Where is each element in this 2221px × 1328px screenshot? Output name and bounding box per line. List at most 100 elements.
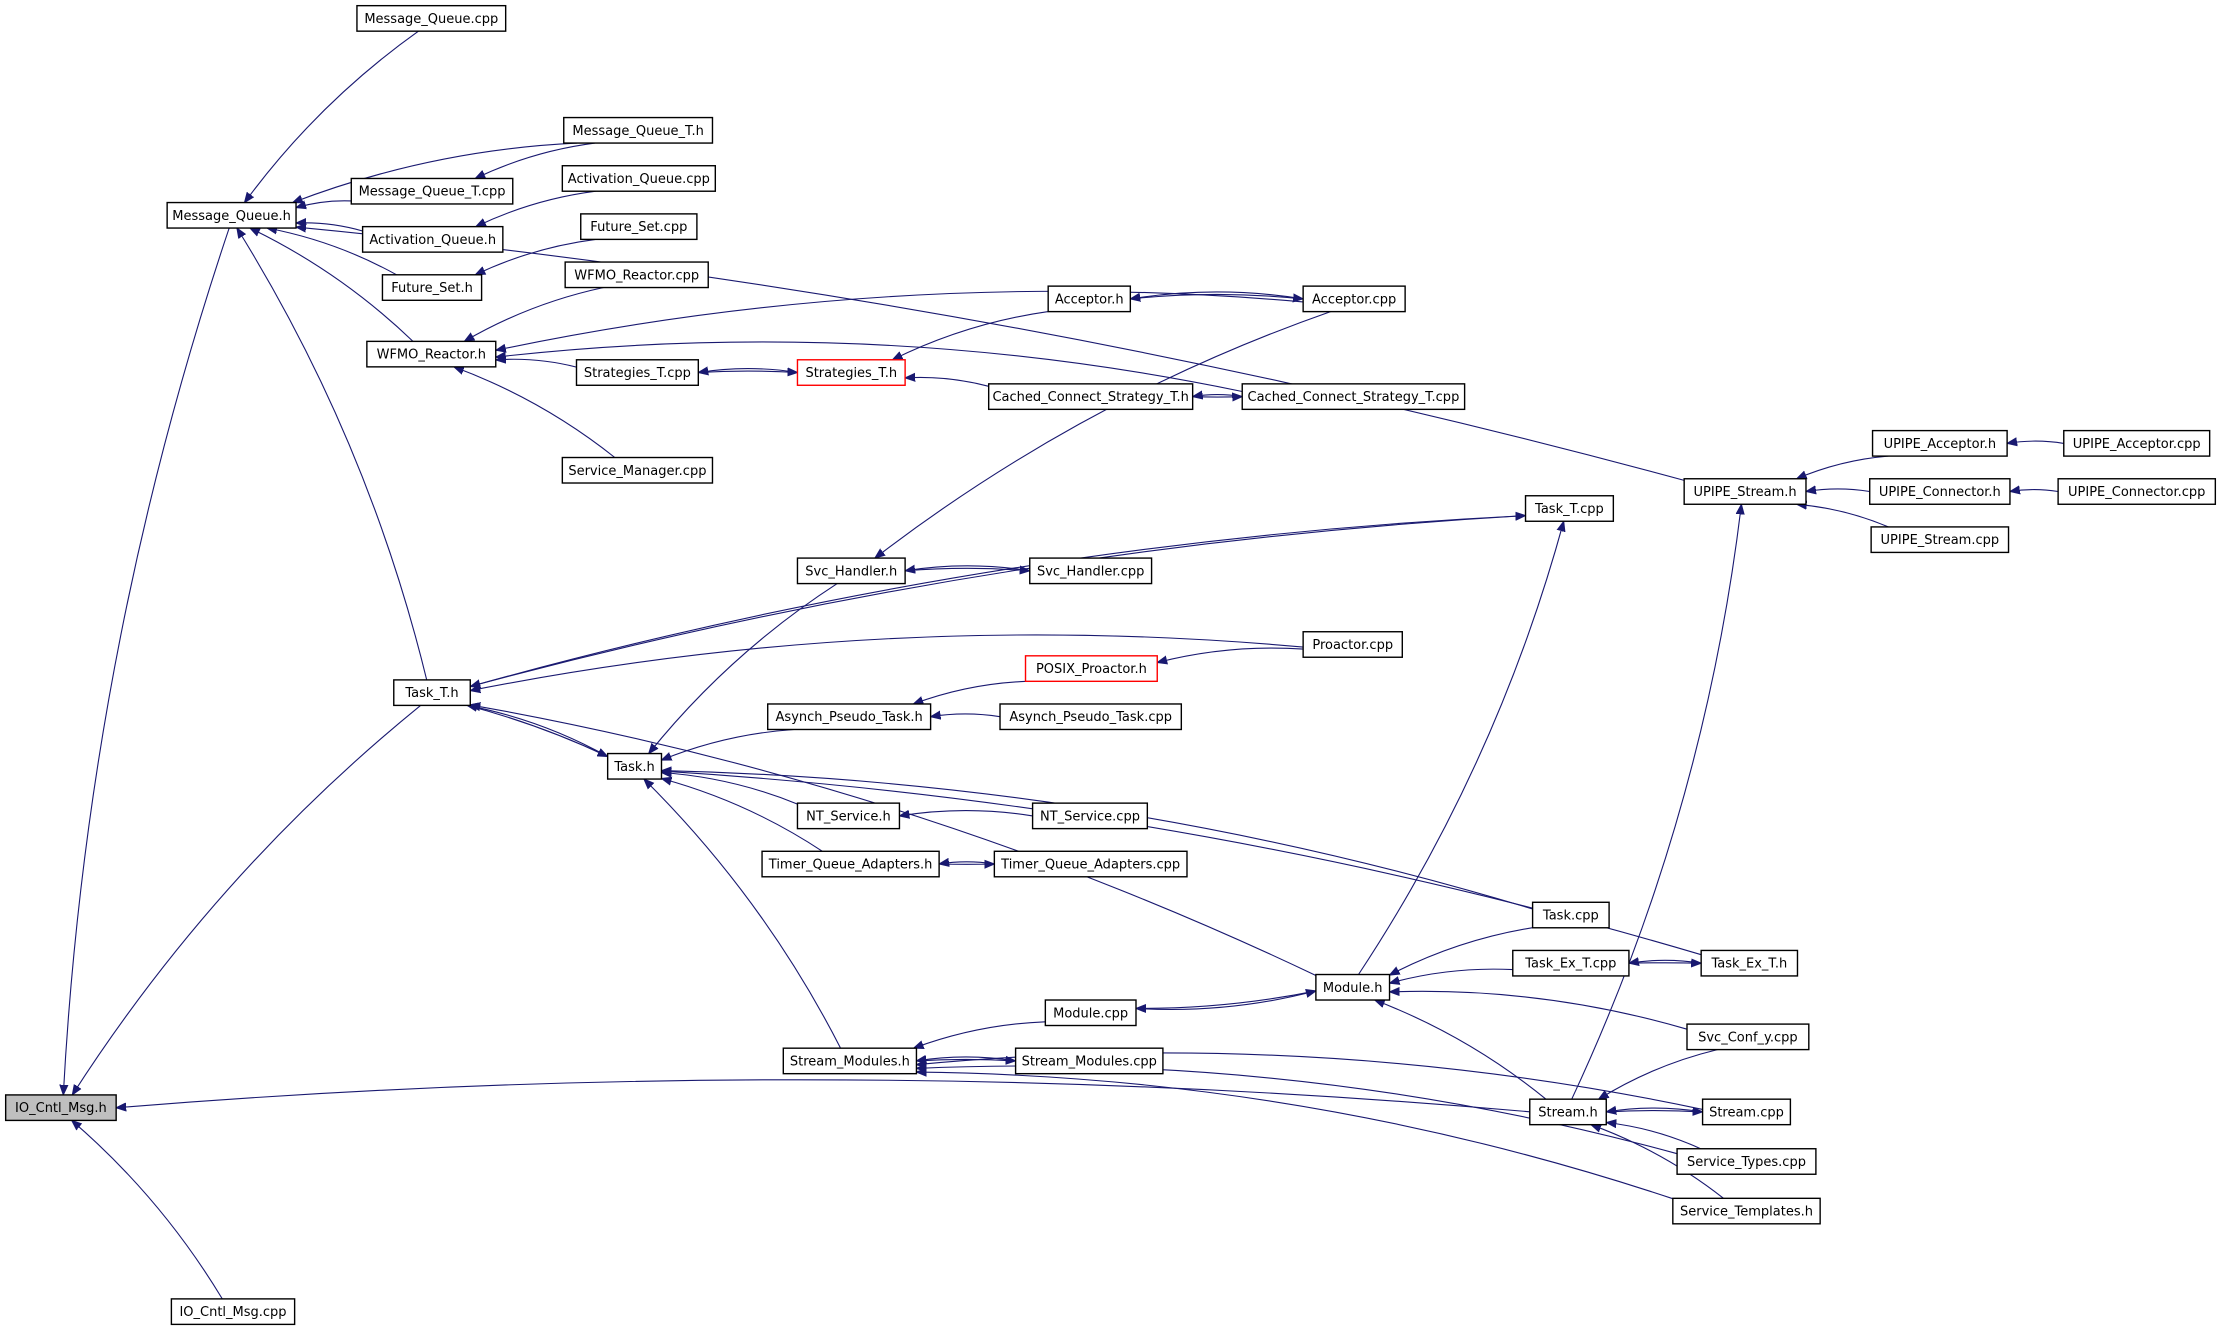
node-cached-connect-strategy-t-cpp[interactable]: Cached_Connect_Strategy_T.cpp [1241,383,1466,411]
edge-activation-queue-cpp-to-activation-queue-h [476,190,596,226]
node-upipe-connector-cpp[interactable]: UPIPE_Connector.cpp [2057,478,2217,505]
node-task-ex-t-cpp[interactable]: Task_Ex_T.cpp [1512,949,1630,977]
node-box [575,359,700,386]
node-strategies-t-cpp[interactable]: Strategies_T.cpp [575,359,700,386]
edge-service-manager-cpp-to-wfmo-reactor-h [454,367,616,458]
node-label: Svc_Conf_y.cpp [1698,1030,1798,1045]
node-nt-service-h[interactable]: NT_Service.h [796,802,901,830]
edge-stream-modules-h-to-task-h [644,779,842,1049]
node-activation-queue-cpp[interactable]: Activation_Queue.cpp [561,165,717,192]
node-message-queue-h[interactable]: Message_Queue.h [166,201,297,229]
node-timer-queue-adapters-h[interactable]: Timer_Queue_Adapters.h [761,850,940,878]
node-stream-modules-h[interactable]: Stream_Modules.h [782,1047,918,1075]
node-service-manager-cpp[interactable]: Service_Manager.cpp [561,456,714,484]
edge-stream-h-to-stream-cpp [1606,1111,1702,1112]
node-box [2063,429,2211,457]
node-message-queue-cpp[interactable]: Message_Queue.cpp [356,4,507,32]
node-timer-queue-adapters-cpp[interactable]: Timer_Queue_Adapters.cpp [993,850,1188,878]
node-proactor-cpp[interactable]: Proactor.cpp [1302,631,1403,658]
node-box [1241,383,1466,411]
node-box [1683,478,1807,505]
edge-upipe-stream-cpp-to-upipe-stream-h [1797,504,1889,528]
node-task-ex-t-h[interactable]: Task_Ex_T.h [1700,949,1799,977]
node-label: Future_Set.h [391,281,473,296]
node-label: UPIPE_Connector.h [1879,485,2001,500]
node-box [761,850,940,878]
node-acceptor-cpp[interactable]: Acceptor.cpp [1302,285,1406,313]
edge-proactor-cpp-to-posix-proactor-h [1157,647,1304,662]
node-io-cntl-msg-cpp[interactable]: IO_Cntl_Msg.cpp [170,1298,296,1326]
node-box [580,213,698,241]
node-strategies-t-h[interactable]: Strategies_T.h [796,359,906,386]
node-module-h[interactable]: Module.h [1315,973,1391,1001]
edge-asynch-pseudo-task-cpp-to-asynch-pseudo-task-h [931,714,1001,717]
node-label: Service_Manager.cpp [568,464,706,479]
edge-service-types-cpp-to-stream-h [1606,1123,1701,1150]
node-task-t-cpp[interactable]: Task_T.cpp [1524,495,1615,522]
node-nt-service-cpp[interactable]: NT_Service.cpp [1031,802,1149,830]
node-label: Acceptor.cpp [1312,292,1396,307]
node-label: Task_T.cpp [1534,502,1604,517]
node-label: UPIPE_Stream.h [1693,485,1796,500]
node-box [350,177,514,205]
node-cached-connect-strategy-t-h[interactable]: Cached_Connect_Strategy_T.h [987,383,1194,411]
node-upipe-stream-h[interactable]: UPIPE_Stream.h [1683,478,1807,505]
node-task-t-h[interactable]: Task_T.h [393,679,471,707]
node-box [2057,478,2217,505]
node-svc-handler-h[interactable]: Svc_Handler.h [796,557,906,585]
node-svc-conf-y-cpp[interactable]: Svc_Conf_y.cpp [1686,1023,1810,1051]
node-task-h[interactable]: Task.h [606,752,663,780]
node-upipe-acceptor-h[interactable]: UPIPE_Acceptor.h [1871,429,2008,457]
node-future-set-h[interactable]: Future_Set.h [381,274,483,301]
node-svc-handler-cpp[interactable]: Svc_Handler.cpp [1029,557,1153,585]
node-io-cntl-msg-h[interactable]: IO_Cntl_Msg.h [4,1094,117,1122]
node-service-templates-h[interactable]: Service_Templates.h [1672,1197,1821,1225]
node-box [1676,1148,1817,1175]
node-box [1701,1098,1792,1126]
edge-task-cpp-to-task-h [662,771,1533,910]
node-box [987,383,1194,411]
edge-stream-h-to-upipe-stream-h [1571,504,1742,1100]
node-upipe-acceptor-cpp[interactable]: UPIPE_Acceptor.cpp [2063,429,2211,457]
node-label: Timer_Queue_Adapters.h [768,858,933,873]
edge-svc-conf-y-cpp-to-stream-h [1599,1049,1718,1100]
node-asynch-pseudo-task-cpp[interactable]: Asynch_Pseudo_Task.cpp [999,703,1183,731]
node-label: Stream_Modules.cpp [1022,1054,1157,1069]
node-module-cpp[interactable]: Module.cpp [1044,999,1137,1027]
edge-stream-h-to-io-cntl-msg-h [116,1079,1530,1113]
edge-svc-handler-cpp-to-svc-handler-h [905,566,1030,571]
node-upipe-connector-h[interactable]: UPIPE_Connector.h [1869,478,2011,505]
node-service-types-cpp[interactable]: Service_Types.cpp [1676,1148,1817,1175]
edge-acceptor-h-to-acceptor-cpp [1130,294,1303,298]
edge-message-queue-t-cpp-to-message-queue-h [296,201,352,208]
node-stream-h[interactable]: Stream.h [1529,1098,1607,1126]
node-wfmo-reactor-h[interactable]: WFMO_Reactor.h [366,340,497,368]
node-box [561,456,714,484]
node-posix-proactor-h[interactable]: POSIX_Proactor.h [1024,655,1158,683]
node-upipe-stream-cpp[interactable]: UPIPE_Stream.cpp [1870,526,2010,554]
node-wfmo-reactor-cpp[interactable]: WFMO_Reactor.cpp [564,261,709,289]
node-box [361,225,504,253]
node-label: Message_Queue_T.cpp [359,185,506,200]
edge-task-t-h-to-message-queue-h [237,228,428,681]
edge-upipe-connector-h-to-upipe-stream-h [1806,489,1870,492]
node-label: Service_Types.cpp [1687,1155,1806,1170]
node-task-cpp[interactable]: Task.cpp [1531,901,1610,929]
node-asynch-pseudo-task-h[interactable]: Asynch_Pseudo_Task.h [767,703,932,731]
node-box [393,679,471,707]
node-message-queue-t-cpp[interactable]: Message_Queue_T.cpp [350,177,514,205]
node-acceptor-h[interactable]: Acceptor.h [1047,285,1132,313]
node-stream-modules-cpp[interactable]: Stream_Modules.cpp [1014,1047,1164,1075]
edge-module-h-to-task-t-h [470,705,1317,976]
edge-upipe-acceptor-h-to-upipe-stream-h [1797,455,1889,479]
node-label: UPIPE_Acceptor.h [1884,437,1997,452]
node-label: Strategies_T.cpp [584,366,691,381]
node-label: Task_Ex_T.cpp [1524,957,1616,972]
node-future-set-cpp[interactable]: Future_Set.cpp [580,213,698,241]
node-stream-cpp[interactable]: Stream.cpp [1701,1098,1792,1126]
node-activation-queue-h[interactable]: Activation_Queue.h [361,225,504,253]
node-box [1031,802,1149,830]
node-label: Timer_Queue_Adapters.cpp [1000,858,1180,873]
node-message-queue-t-h[interactable]: Message_Queue_T.h [563,116,714,144]
